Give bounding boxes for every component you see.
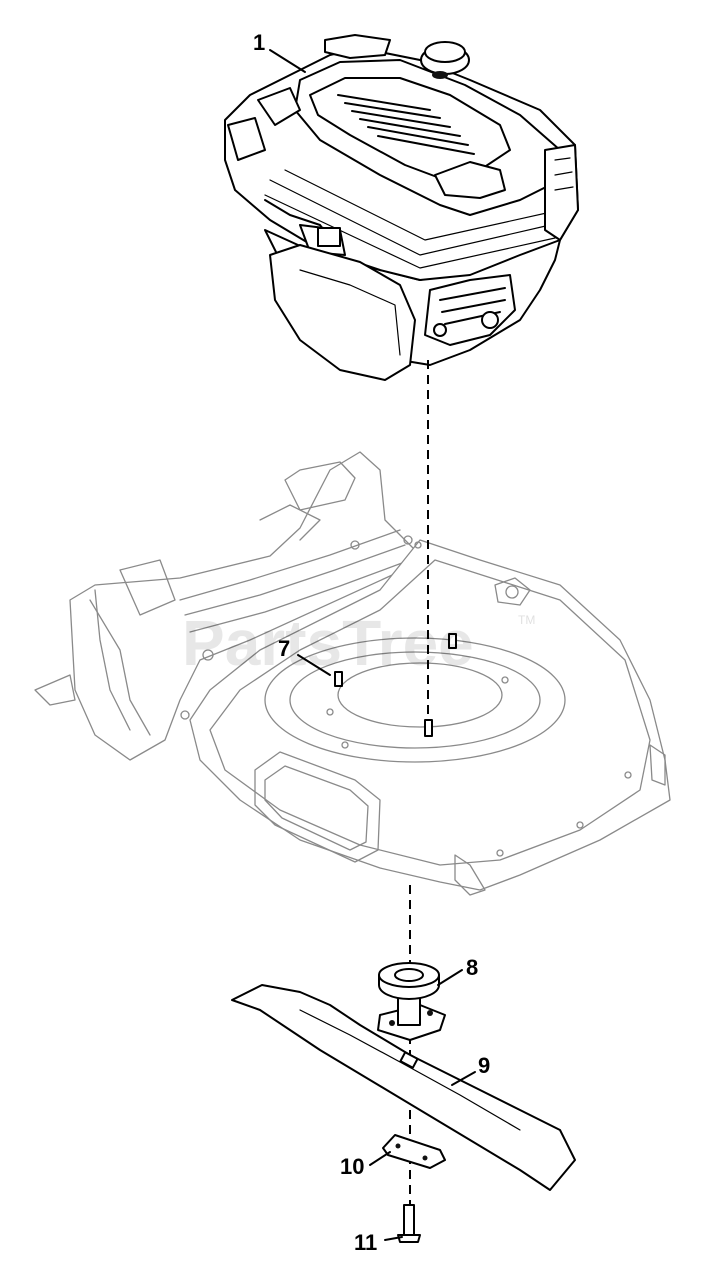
callout-blade-stiffener: 10 [340,1154,364,1179]
deck-stud [334,633,457,737]
callout-engine: 1 [253,30,265,55]
blade-bolt [397,1204,421,1243]
engine [224,34,579,381]
leader-lines [269,49,476,1241]
watermark: PartsTree [182,607,474,679]
mower-blade [231,984,576,1191]
callout-blade-adapter: 8 [466,955,478,980]
blade-adapter [377,962,446,1041]
watermark-trademark: TM [518,613,535,627]
mower-deck [34,451,671,896]
callout-deck-stud: 7 [278,636,290,661]
callout-blade-bolt: 11 [354,1230,377,1255]
blade-stiffener [382,1134,446,1169]
callout-blade: 9 [478,1053,490,1078]
